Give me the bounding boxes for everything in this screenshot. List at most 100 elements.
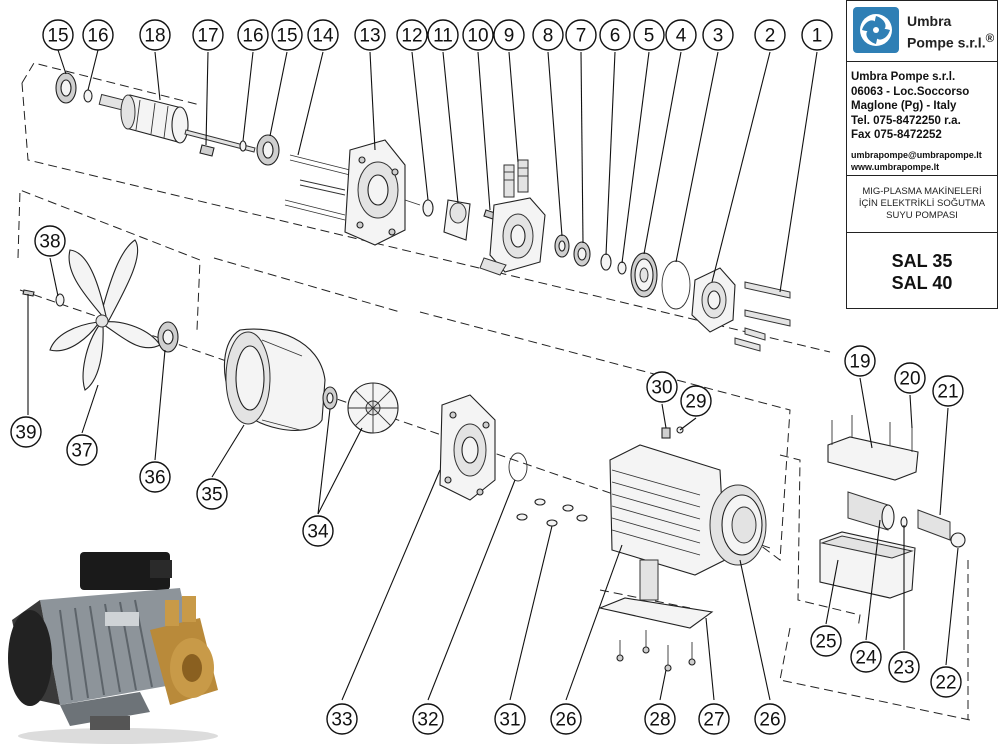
callout-31: 31 xyxy=(494,703,526,735)
washer-16-left xyxy=(83,89,93,103)
callout-32: 32 xyxy=(412,703,444,735)
callout-number: 16 xyxy=(87,26,108,47)
terminal-box-25 xyxy=(819,531,916,599)
callout-number: 15 xyxy=(47,26,68,47)
callout-28: 28 xyxy=(644,703,676,735)
callout-number: 33 xyxy=(331,710,352,731)
callout-circle xyxy=(494,703,526,735)
pump-product-photo xyxy=(0,540,232,749)
callout-24: 24 xyxy=(850,641,882,673)
callout-circle xyxy=(646,371,678,403)
callout-number: 28 xyxy=(649,710,670,731)
address-line-tel: Tel. 075-8472250 r.a. xyxy=(851,114,961,127)
callout-26: 26 xyxy=(550,703,582,735)
seal-8 xyxy=(554,234,570,258)
cable-gland-21 xyxy=(917,509,966,548)
callout-circle xyxy=(354,19,386,51)
pump-body-9 xyxy=(479,159,546,276)
shroud-frame xyxy=(213,257,401,313)
pump-impeller-logo-icon xyxy=(853,7,899,53)
callout-number: 17 xyxy=(197,26,218,47)
callout-26: 26 xyxy=(754,703,786,735)
callout-circle xyxy=(271,19,303,51)
description-line-2: İÇİN ELEKTRİKLİ SOĞUTMA xyxy=(858,198,986,209)
bearing-15-left xyxy=(55,72,77,104)
callout-7: 7 xyxy=(565,19,597,51)
callout-circle xyxy=(10,416,42,448)
callout-5: 5 xyxy=(633,19,665,51)
callout-number: 10 xyxy=(467,26,488,47)
callout-circle xyxy=(462,19,494,51)
callout-2: 2 xyxy=(754,19,786,51)
callout-number: 13 xyxy=(359,26,380,47)
callout-number: 26 xyxy=(555,710,576,731)
bearing-15-right xyxy=(256,134,280,166)
callout-10: 10 xyxy=(462,19,494,51)
seal-7 xyxy=(573,241,591,267)
terminal-frame-bottom xyxy=(779,627,971,721)
callout-6: 6 xyxy=(599,19,631,51)
callout-circle xyxy=(633,19,665,51)
registered-mark: ® xyxy=(985,32,995,45)
callout-16: 16 xyxy=(82,19,114,51)
callout-1: 1 xyxy=(801,19,833,51)
callout-30: 30 xyxy=(646,371,678,403)
callout-circle xyxy=(42,19,74,51)
callout-circle xyxy=(192,19,224,51)
callout-circle xyxy=(66,434,98,466)
callout-number: 3 xyxy=(713,26,724,47)
callout-number: 2 xyxy=(765,26,776,47)
terminal-lid-19 xyxy=(827,415,919,481)
callout-number: 12 xyxy=(401,26,422,47)
callout-circle xyxy=(82,19,114,51)
model-sal-40: SAL 40 xyxy=(891,272,953,293)
callout-number: 18 xyxy=(144,26,165,47)
address-line-fax: Fax 075-8472252 xyxy=(851,129,942,141)
o-ring-32 xyxy=(508,452,528,482)
callout-circle xyxy=(932,375,964,407)
model-block: SAL 35 SAL 40 xyxy=(847,233,997,310)
callout-15: 15 xyxy=(42,19,74,51)
callout-18: 18 xyxy=(139,19,171,51)
o-ring-3 xyxy=(661,260,691,310)
callout-number: 9 xyxy=(504,26,515,47)
callout-circle xyxy=(139,19,171,51)
callout-circle xyxy=(196,478,228,510)
callout-circle xyxy=(412,703,444,735)
callout-circle xyxy=(237,19,269,51)
website-text: www.umbrapompe.lt xyxy=(851,161,940,172)
callout-circle xyxy=(307,19,339,51)
washer-38 xyxy=(55,293,65,307)
rotor-18 xyxy=(98,93,256,153)
bolts-1 xyxy=(734,281,791,352)
callout-circle xyxy=(427,19,459,51)
upper-axis-line xyxy=(21,82,831,353)
ring-5 xyxy=(617,261,627,275)
callout-number: 37 xyxy=(71,441,92,462)
callout-circle xyxy=(599,19,631,51)
callout-number: 27 xyxy=(703,710,724,731)
callout-25: 25 xyxy=(810,625,842,657)
fan-hub-36 xyxy=(157,321,179,353)
brand-line-1: Umbra xyxy=(907,13,952,29)
callout-number: 1 xyxy=(812,26,823,47)
callout-circle xyxy=(326,703,358,735)
fan-37 xyxy=(49,239,161,391)
address-block: Umbra Pompe s.r.l. 06063 - Loc.Soccorso … xyxy=(847,62,997,176)
end-shield-33 xyxy=(439,394,496,501)
callout-number: 36 xyxy=(144,468,165,489)
callout-number: 38 xyxy=(39,232,60,253)
callout-number: 31 xyxy=(499,710,520,731)
callout-circle xyxy=(810,625,842,657)
callout-circle xyxy=(139,461,171,493)
motor-body-26 xyxy=(609,426,767,576)
callout-29: 29 xyxy=(680,385,712,417)
callout-number: 6 xyxy=(610,26,621,47)
leader-lines xyxy=(27,49,959,701)
callout-number: 25 xyxy=(815,632,836,653)
callout-number: 4 xyxy=(676,26,687,47)
callout-number: 32 xyxy=(417,710,438,731)
callout-33: 33 xyxy=(326,703,358,735)
